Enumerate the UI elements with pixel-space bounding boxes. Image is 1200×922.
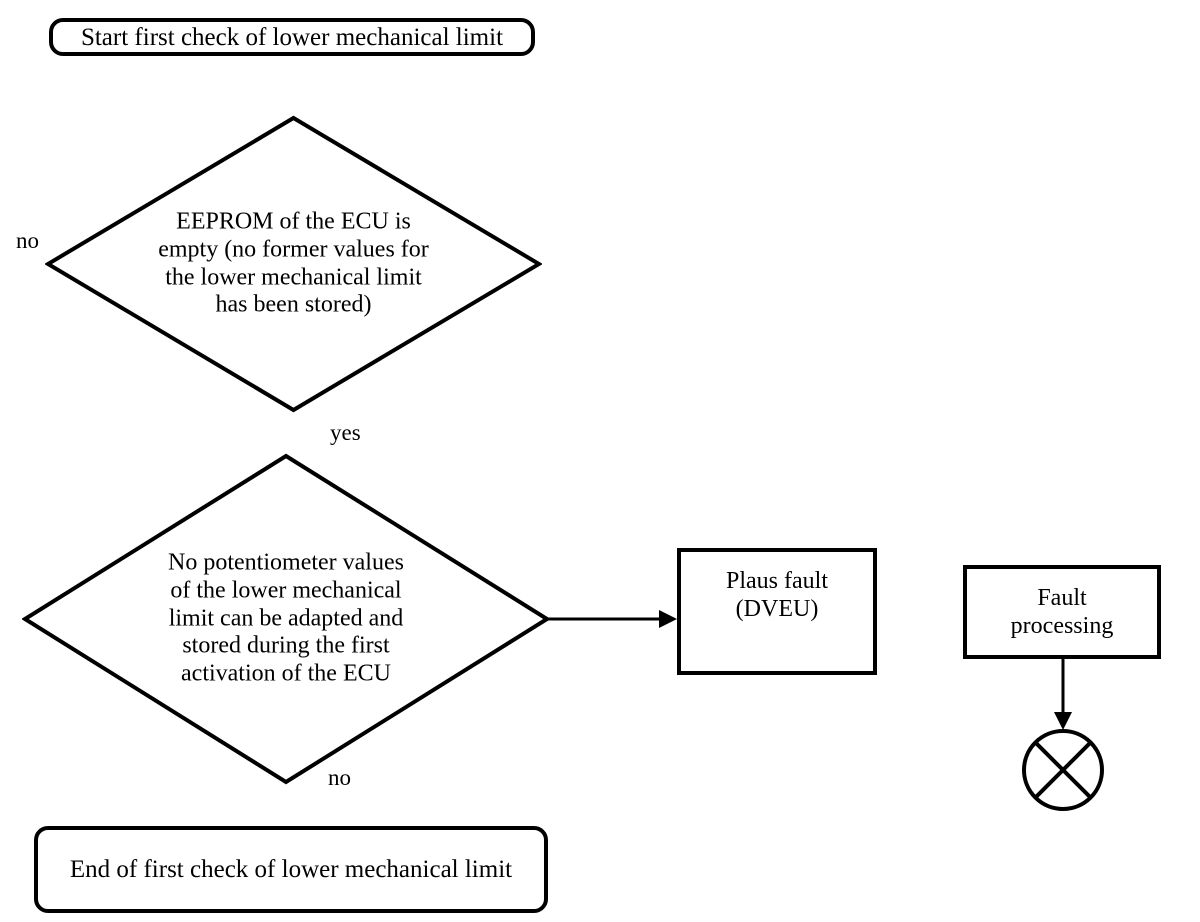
circle-x-icon xyxy=(1022,729,1104,811)
edge-label-eeprom-yes: yes xyxy=(330,420,361,445)
edge-label-eeprom-no: no xyxy=(16,228,39,253)
decision-potentiometer-label: No potentiometer values of the lower mec… xyxy=(168,549,404,687)
end-terminal-label: End of first check of lower mechanical l… xyxy=(69,856,513,883)
fault-processing-node[interactable]: Fault processing xyxy=(963,565,1161,659)
decision-potentiometer-node[interactable]: No potentiometer values of the lower mec… xyxy=(22,453,550,785)
plaus-fault-label: Plaus fault (DVEU) xyxy=(726,568,828,623)
edge-label-potentiometer-no: no xyxy=(328,765,351,790)
edge-arrow-vertical xyxy=(1054,657,1072,730)
edge-potentiometer-to-plaus-fault xyxy=(544,602,684,636)
end-terminal-node[interactable]: End of first check of lower mechanical l… xyxy=(34,826,548,913)
start-terminal-label: Start first check of lower mechanical li… xyxy=(80,23,504,51)
edge-arrow-horizontal xyxy=(546,610,677,628)
fault-processing-label: Fault processing xyxy=(1010,585,1114,640)
crossed-circle-connector-node[interactable] xyxy=(1021,728,1105,812)
decision-eeprom-node[interactable]: EEPROM of the ECU is empty (no former va… xyxy=(45,115,542,413)
start-terminal-node[interactable]: Start first check of lower mechanical li… xyxy=(49,18,535,56)
edge-fault-processing-to-connector xyxy=(1048,657,1078,735)
decision-potentiometer-outline xyxy=(22,453,550,785)
decision-eeprom-label: EEPROM of the ECU is empty (no former va… xyxy=(158,208,429,318)
decision-eeprom-outline xyxy=(45,115,542,413)
plaus-fault-node[interactable]: Plaus fault (DVEU) xyxy=(677,548,877,675)
